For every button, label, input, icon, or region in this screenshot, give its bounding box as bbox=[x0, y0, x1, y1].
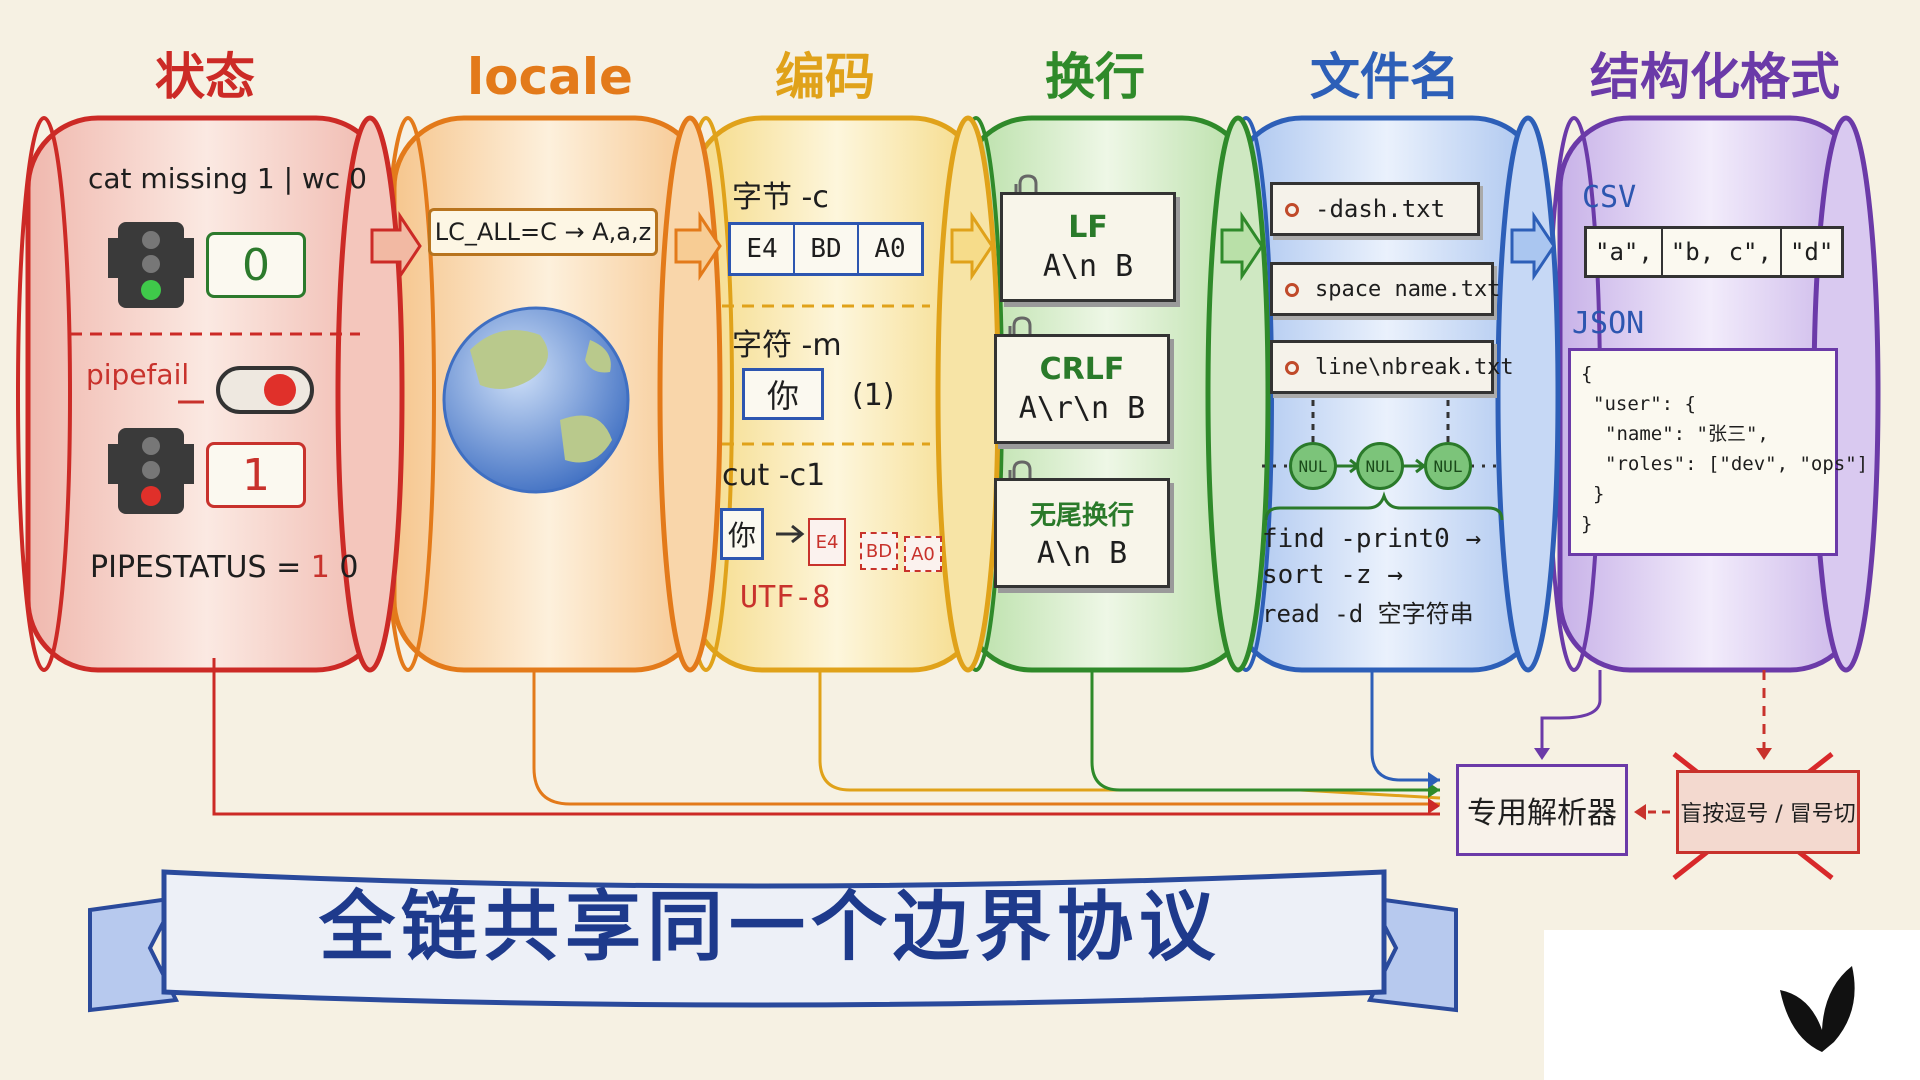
connector-filename bbox=[1370, 670, 1440, 782]
stage-title-structured: 结构化格式 bbox=[1590, 48, 1840, 106]
pipestatus-first: 1 bbox=[310, 550, 330, 585]
json-line: "user": { bbox=[1593, 393, 1696, 415]
flow-arrow-1 bbox=[370, 211, 422, 281]
newline-card-title: LF bbox=[1068, 210, 1108, 245]
filename-tag: space name.txt bbox=[1270, 262, 1500, 316]
traffic-light-green-icon bbox=[108, 222, 194, 308]
cut-byte-second: BD bbox=[860, 532, 898, 570]
csv-cell: "d" bbox=[1789, 238, 1834, 266]
cut-arrow-icon bbox=[776, 524, 805, 544]
json-line: { bbox=[1581, 363, 1593, 385]
cut-byte-first: E4 bbox=[808, 518, 846, 566]
exit-code-with-pipefail: 1 bbox=[206, 442, 306, 508]
bytes-label: 字节 -c bbox=[732, 180, 829, 215]
char-box: 你 bbox=[742, 368, 824, 420]
flow-arrow-4 bbox=[1220, 211, 1264, 281]
tag-hole-icon bbox=[1285, 203, 1299, 217]
dedicated-parser-box: 专用解析器 bbox=[1456, 764, 1628, 856]
newline-card-body: A\r\n B bbox=[1018, 391, 1146, 426]
connector-arrowheads bbox=[1428, 748, 1772, 820]
char-count: (1) bbox=[852, 378, 895, 413]
newline-card-no-trailing: 无尾换行 A\n B bbox=[994, 478, 1170, 588]
connector-encoding bbox=[818, 670, 1441, 800]
tag-hole-icon bbox=[1285, 283, 1299, 297]
cut-label: cut -c1 bbox=[722, 458, 826, 493]
cylinder-encoding bbox=[678, 115, 1001, 673]
filename-tag-label: space name.txt bbox=[1315, 276, 1501, 302]
tag-hole-icon bbox=[1285, 361, 1299, 375]
butterfly-icon bbox=[1780, 966, 1855, 1052]
lc-all-box: LC_ALL=C → A,a,z bbox=[428, 208, 658, 256]
stage-title-locale: locale bbox=[467, 48, 633, 106]
connector-locale bbox=[532, 670, 1440, 806]
filename-tag: line\nbreak.txt bbox=[1270, 340, 1514, 394]
globe-icon bbox=[442, 306, 630, 494]
nul-separator: NUL bbox=[1289, 442, 1337, 490]
logo-area bbox=[1544, 930, 1920, 1080]
json-line: } bbox=[1581, 513, 1593, 535]
newline-card-body: A\n B bbox=[1036, 536, 1128, 571]
stage-title-filename: 文件名 bbox=[1310, 48, 1460, 106]
banner-ribbon bbox=[88, 869, 1458, 1013]
filename-command: find -print0 → bbox=[1262, 524, 1482, 554]
traffic-light-red-icon bbox=[108, 428, 194, 514]
byte-cell: E4 bbox=[731, 225, 795, 273]
exit-code-without-pipefail: 0 bbox=[206, 232, 306, 298]
state-command: cat missing 1 | wc 0 bbox=[88, 162, 367, 195]
nul-separator: NUL bbox=[1424, 442, 1472, 490]
utf8-label: UTF-8 bbox=[740, 580, 831, 615]
byte-cell: A0 bbox=[874, 234, 906, 264]
json-label: JSON bbox=[1572, 306, 1645, 341]
cylinder-state bbox=[16, 115, 405, 673]
stage-title-newline: 换行 bbox=[1045, 48, 1145, 106]
flow-arrow-3 bbox=[950, 211, 994, 281]
newline-card-body: A\n B bbox=[1042, 249, 1134, 284]
pipefail-toggle-icon bbox=[216, 366, 314, 414]
pipefail-label: pipefail bbox=[86, 358, 190, 391]
newline-card-crlf: CRLF A\r\n B bbox=[994, 334, 1170, 444]
flow-arrow-5 bbox=[1510, 211, 1556, 281]
cut-byte-third: A0 bbox=[904, 536, 942, 572]
banner-title: 全链共享同一个边界协议 bbox=[319, 882, 1221, 971]
flow-arrow-2 bbox=[674, 211, 722, 281]
json-box: { "user": { "name": "张三", "roles": ["dev… bbox=[1568, 348, 1869, 556]
stage-title-encoding: 编码 bbox=[775, 48, 875, 106]
json-line: "roles": ["dev", "ops"] bbox=[1605, 453, 1869, 475]
connector-state bbox=[212, 658, 1440, 816]
pipestatus-second: 0 bbox=[329, 550, 359, 585]
filename-tag: -dash.txt bbox=[1270, 182, 1480, 236]
json-line: } bbox=[1593, 483, 1605, 505]
newline-card-lf: LF A\n B bbox=[1000, 192, 1176, 302]
filename-tag-label: line\nbreak.txt bbox=[1315, 354, 1514, 380]
csv-row: "a", "b, c", "d" bbox=[1584, 226, 1845, 278]
byte-cell: BD bbox=[795, 225, 859, 273]
newline-card-title: 无尾换行 bbox=[1029, 501, 1134, 531]
cut-char-box: 你 bbox=[720, 508, 764, 560]
csv-cell: "a", bbox=[1587, 229, 1663, 275]
filename-command: read -d 空字符串 bbox=[1262, 600, 1474, 628]
filename-command: sort -z → bbox=[1262, 560, 1403, 590]
json-line: "name": "张三", bbox=[1605, 423, 1769, 445]
chars-label: 字符 -m bbox=[732, 328, 842, 363]
csv-cell: "b, c", bbox=[1663, 229, 1782, 275]
naive-split-box: 盲按逗号 / 冒号切 bbox=[1676, 770, 1860, 854]
newline-card-title: CRLF bbox=[1039, 352, 1125, 387]
byte-row: E4 BD A0 bbox=[728, 222, 924, 276]
pipestatus-readout: PIPESTATUS = 1 0 bbox=[90, 550, 358, 585]
filename-tag-label: -dash.txt bbox=[1315, 195, 1446, 223]
csv-label: CSV bbox=[1582, 180, 1637, 215]
nul-separator: NUL bbox=[1356, 442, 1404, 490]
stage-title-state: 状态 bbox=[155, 48, 255, 106]
connector-structured bbox=[1540, 670, 1602, 756]
connector-newline bbox=[1090, 670, 1440, 792]
pipestatus-label: PIPESTATUS = bbox=[90, 550, 311, 585]
